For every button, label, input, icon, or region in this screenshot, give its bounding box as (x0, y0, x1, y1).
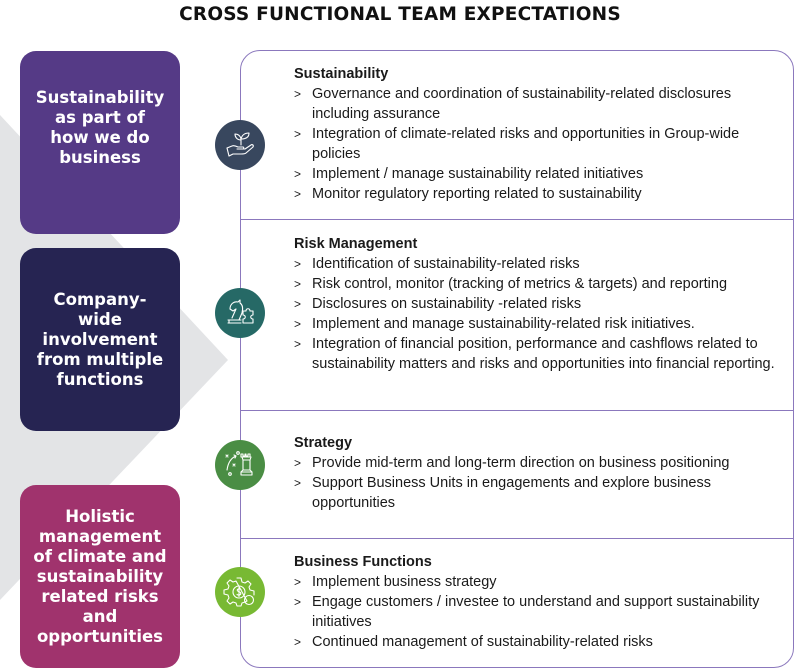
bullet-list: >Provide mid-term and long-term directio… (294, 453, 783, 513)
chevron-right-icon: > (294, 635, 302, 649)
pillar-line: how we do (50, 127, 150, 147)
pillar-sustainability-business: Sustainability as part of how we do busi… (20, 51, 180, 234)
pillar-line: of climate and (33, 546, 167, 566)
pillar-line: as part of (55, 107, 145, 127)
section-heading: Sustainability (294, 66, 389, 82)
bullet-list: >Governance and coordination of sustaina… (294, 84, 783, 204)
list-item: >Governance and coordination of sustaina… (294, 86, 732, 122)
list-item: > Integration of climate-related risks a… (294, 126, 740, 162)
chevron-right-icon: > (294, 87, 302, 101)
pillar-line: from multiple (36, 349, 164, 369)
pillar-line: related risks (41, 586, 159, 606)
hand-plant-icon (215, 120, 265, 170)
bullet-list: >Identification of sustainability-relate… (294, 254, 783, 374)
section-heading: Strategy (294, 435, 353, 451)
pillar-line: business (59, 147, 141, 167)
section-sustainability: Sustainability >Governance and coordinat… (294, 64, 783, 204)
bullet-list: >Implement business strategy >Engage cus… (294, 572, 783, 652)
pillar-line: Sustainability (35, 87, 165, 107)
list-item: >Support Business Units in engagements a… (294, 475, 711, 511)
pillar-company-wide-involvement: Company- wide involvement from multiple … (20, 248, 180, 431)
pillar-line: functions (56, 369, 144, 389)
chevron-right-icon: > (294, 575, 302, 589)
chess-knight-puzzle-icon (215, 288, 265, 338)
list-item: >Identification of sustainability-relate… (294, 256, 580, 272)
gear-dollar-icon (215, 567, 265, 617)
chevron-right-icon: > (294, 297, 302, 311)
chevron-right-icon: > (294, 127, 302, 141)
list-item: >Risk control, monitor (tracking of metr… (294, 276, 728, 292)
list-item: >Implement business strategy (294, 574, 497, 590)
chevron-right-icon: > (294, 277, 302, 291)
section-strategy: Strategy >Provide mid-term and long-term… (294, 433, 783, 513)
expectations-panel: Sustainability >Governance and coordinat… (240, 50, 794, 668)
pillar-line: wide (78, 309, 122, 329)
section-divider (241, 538, 793, 539)
section-divider (241, 219, 793, 220)
chevron-right-icon: > (294, 257, 302, 271)
chevron-right-icon: > (294, 595, 302, 609)
pillar-line: sustainability (36, 566, 164, 586)
pillar-holistic-management: Holistic management of climate and susta… (20, 485, 180, 668)
page-title: CROSS FUNCTIONAL TEAM EXPECTATIONS (179, 4, 621, 25)
section-heading: Risk Management (294, 236, 418, 252)
chevron-right-icon: > (294, 456, 302, 470)
list-item: >Monitor regulatory reporting related to… (294, 186, 642, 202)
section-risk-management: Risk Management >Identification of susta… (294, 234, 783, 374)
chevron-right-icon: > (294, 187, 302, 201)
list-item: >Provide mid-term and long-term directio… (294, 455, 730, 471)
list-item: >Continued management of sustainability-… (294, 634, 653, 650)
pillar-line: management (38, 526, 162, 546)
list-item: >Engage customers / investee to understa… (294, 594, 760, 630)
list-item: >Integration of financial position, perf… (294, 336, 775, 372)
strategy-rook-icon (215, 440, 265, 490)
section-divider (241, 410, 793, 411)
pillar-line: Company- (53, 289, 147, 309)
list-item: >Disclosures on sustainability -related … (294, 296, 582, 312)
pillar-line: Holistic (65, 506, 135, 526)
chevron-right-icon: > (294, 167, 302, 181)
chevron-right-icon: > (294, 317, 302, 331)
pillar-line: opportunities (36, 626, 163, 646)
chevron-right-icon: > (294, 476, 302, 490)
list-item: >Implement / manage sustainability relat… (294, 166, 644, 182)
chevron-right-icon: > (294, 337, 302, 351)
section-heading: Business Functions (294, 554, 432, 570)
pillar-line: involvement (42, 329, 158, 349)
pillar-line: and (82, 606, 118, 626)
list-item: >Implement and manage sustainability-rel… (294, 316, 695, 332)
section-business-functions: Business Functions >Implement business s… (294, 552, 783, 652)
